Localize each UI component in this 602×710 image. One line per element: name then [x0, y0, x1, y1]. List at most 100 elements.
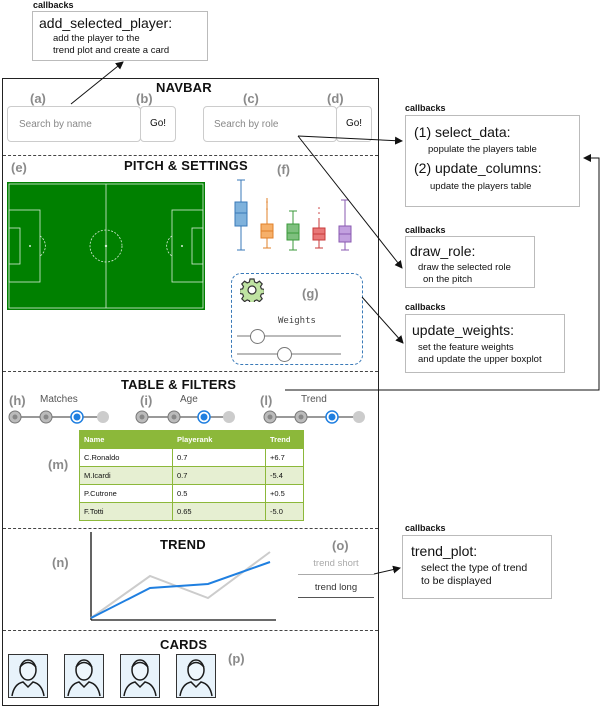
table-row[interactable]: C.Ronaldo 0.7 +6.7 [79, 448, 304, 467]
label-d: (d) [327, 91, 344, 106]
callback-update-weights: update_weights: set the feature weights … [405, 314, 565, 373]
filter-label-trend: Trend [301, 394, 327, 405]
avatar-icon [11, 659, 45, 697]
trend-title: TREND [160, 537, 206, 552]
table-filters-title: TABLE & FILTERS [121, 377, 237, 392]
players-table[interactable]: Name Playerank Trend C.Ronaldo 0.7 +6.7 … [79, 430, 304, 521]
avatar-icon [123, 659, 157, 697]
label-o: (o) [332, 538, 349, 553]
callback-desc: to be displayed [421, 575, 492, 587]
label-n: (n) [52, 555, 69, 570]
callbacks-label-5: callbacks [405, 523, 446, 533]
callback-desc: set the feature weights [418, 342, 514, 353]
trend-buttons: trend short trend long [298, 556, 374, 602]
label-g: (g) [302, 286, 319, 301]
label-a: (a) [30, 91, 46, 106]
callback-fn-name: add_selected_player: [39, 15, 173, 31]
table-row[interactable]: F.Totti 0.65 -5.0 [79, 502, 304, 521]
weights-panel: (g) Weights [231, 273, 363, 365]
col-trend[interactable]: Trend [265, 430, 304, 449]
go-button-role[interactable]: Go! [336, 106, 372, 142]
filter-label-matches: Matches [40, 394, 78, 405]
callbacks-label-3: callbacks [405, 225, 446, 235]
label-i: (i) [140, 393, 153, 408]
callback-select-update: (1) select_data: populate the players ta… [405, 115, 580, 207]
search-by-role-placeholder: Search by role [214, 119, 279, 130]
section-divider [3, 371, 378, 372]
callback-fn-name: draw_role: [410, 243, 476, 259]
section-divider [3, 630, 378, 631]
cards-title: CARDS [160, 637, 208, 652]
callback-fn-name: update_weights: [412, 322, 514, 338]
label-p: (p) [228, 651, 245, 666]
label-e: (e) [11, 160, 27, 175]
cell-trend: +0.5 [265, 484, 304, 503]
trend-short-underline [298, 574, 374, 575]
table-row[interactable]: M.Icardi 0.7 -5.4 [79, 466, 304, 485]
cell-playerank: 0.5 [172, 484, 266, 503]
callback-desc: select the type of trend [421, 562, 528, 574]
weights-label: Weights [278, 316, 316, 326]
feature-boxplot [234, 179, 352, 251]
player-card[interactable] [176, 654, 216, 698]
cell-playerank: 0.65 [172, 502, 266, 521]
trend-long-underline [298, 597, 374, 598]
table-row[interactable]: P.Cutrone 0.5 +0.5 [79, 484, 304, 503]
player-card[interactable] [8, 654, 48, 698]
callbacks-label-4: callbacks [405, 302, 446, 312]
cell-trend: +6.7 [265, 448, 304, 467]
search-by-role-input[interactable]: Search by role [203, 106, 337, 142]
label-b: (b) [136, 91, 153, 106]
search-by-name-input[interactable]: Search by name [7, 106, 141, 142]
callbacks-label-1: callbacks [33, 0, 74, 10]
section-divider [3, 528, 378, 529]
label-f: (f) [277, 162, 290, 177]
label-l: (l) [260, 393, 273, 408]
trend-plot [90, 532, 276, 621]
callback-desc: add the player to the [53, 33, 140, 44]
dashboard-frame [2, 78, 379, 706]
cell-trend: -5.4 [265, 466, 304, 485]
callback-desc: and update the upper boxplot [418, 354, 542, 365]
callback-desc: populate the players table [428, 144, 537, 155]
trend-long-button[interactable]: trend long [314, 582, 358, 593]
avatar-icon [67, 659, 101, 697]
navbar-title: NAVBAR [156, 80, 212, 95]
cell-playerank: 0.7 [172, 448, 266, 467]
callback-fn-name: (1) select_data: [414, 124, 511, 140]
football-pitch [7, 182, 205, 310]
callback-draw-role: draw_role: draw the selected role on the… [405, 236, 535, 288]
player-card[interactable] [64, 654, 104, 698]
section-divider [3, 155, 378, 156]
label-c: (c) [243, 91, 259, 106]
callback-desc: on the pitch [423, 274, 473, 285]
cell-name: C.Ronaldo [79, 448, 173, 467]
avatar-icon [179, 659, 213, 697]
trend-short-button[interactable]: trend short [313, 558, 359, 569]
callback-desc: draw the selected role [418, 262, 511, 273]
filter-label-age: Age [180, 394, 198, 405]
callback-fn-name: trend_plot: [411, 543, 478, 559]
gear-icon[interactable] [240, 278, 264, 302]
weight-slider-handle-2[interactable] [277, 347, 292, 362]
label-m: (m) [48, 457, 69, 472]
col-name[interactable]: Name [79, 430, 173, 449]
search-by-name-placeholder: Search by name [19, 119, 92, 130]
callbacks-label-2: callbacks [405, 103, 446, 113]
callback-fn-name: (2) update_columns: [414, 160, 542, 176]
col-playerank[interactable]: Playerank [172, 430, 266, 449]
callback-desc: update the players table [430, 181, 532, 192]
cell-name: F.Totti [79, 502, 173, 521]
go-button-name[interactable]: Go! [140, 106, 176, 142]
weight-slider-handle-1[interactable] [250, 329, 265, 344]
cell-name: M.Icardi [79, 466, 173, 485]
filter-sliders[interactable] [8, 408, 374, 426]
table-header-row: Name Playerank Trend [79, 430, 304, 449]
pitch-settings-title: PITCH & SETTINGS [124, 158, 248, 173]
callback-trend-plot: trend_plot: select the type of trend to … [402, 535, 552, 599]
player-card[interactable] [120, 654, 160, 698]
cell-playerank: 0.7 [172, 466, 266, 485]
cell-name: P.Cutrone [79, 484, 173, 503]
callback-desc: trend plot and create a card [53, 45, 170, 56]
label-h: (h) [9, 393, 26, 408]
